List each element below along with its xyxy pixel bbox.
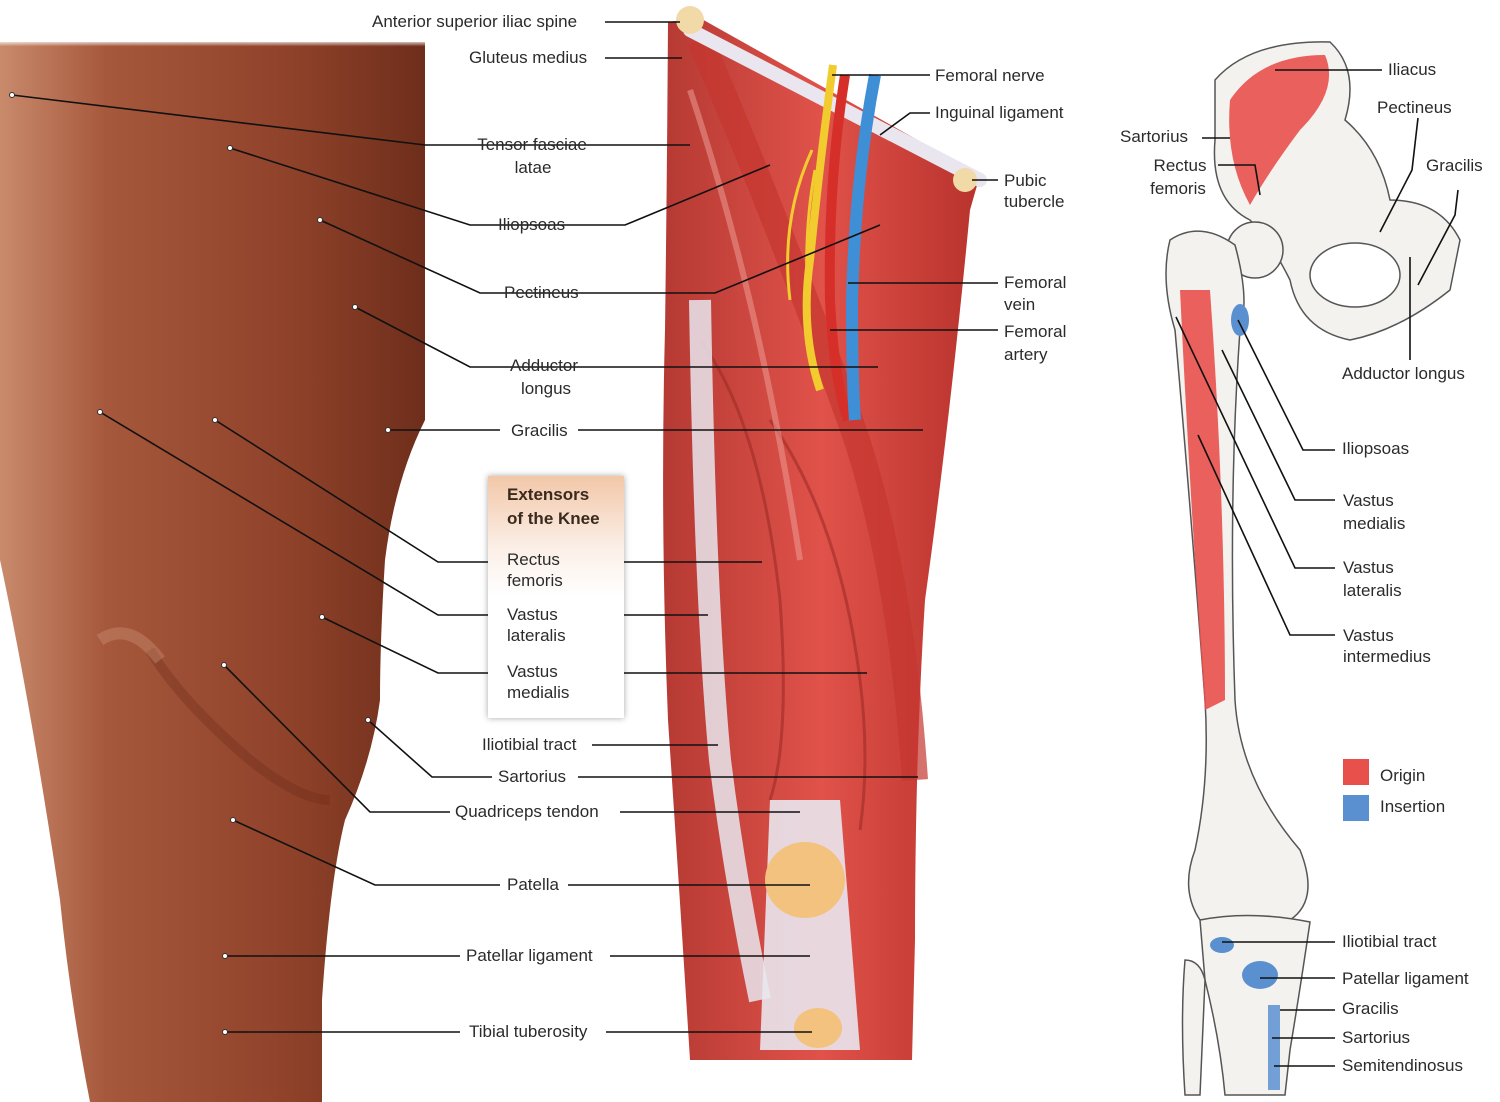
label-adductor-longus-1: Adductor xyxy=(509,356,579,375)
label-iliopsoas: Iliopsoas xyxy=(498,215,566,234)
label-sartorius: Sartorius xyxy=(498,767,567,786)
legend-origin-label: Origin xyxy=(1380,766,1426,785)
label-vastus-medialis-2: medialis xyxy=(507,683,570,702)
label-sartorius-origin: Sartorius xyxy=(1120,127,1189,146)
label-rectus-femoris-origin-2: femoris xyxy=(1150,179,1206,198)
muscle-thigh xyxy=(663,6,987,1060)
label-pubic-tubercle-1: Pubic xyxy=(1004,171,1047,190)
label-tibial-tuberosity: Tibial tuberosity xyxy=(469,1022,588,1041)
label-asis: Anterior superior iliac spine xyxy=(372,12,578,31)
leader-dots xyxy=(9,92,391,1035)
label-vastus-medialis-origin-1: Vastus xyxy=(1343,491,1394,510)
label-tensor-fasciae-latae-2: latae xyxy=(514,158,552,177)
label-gracilis-origin: Gracilis xyxy=(1426,156,1483,175)
label-semitendinosus-insertion: Semitendinosus xyxy=(1342,1056,1463,1075)
legend-insertion-label: Insertion xyxy=(1380,797,1446,816)
label-pubic-tubercle-2: tubercle xyxy=(1004,192,1065,211)
label-patella: Patella xyxy=(507,875,559,894)
label-gracilis: Gracilis xyxy=(511,421,568,440)
label-pectineus: Pectineus xyxy=(504,283,579,302)
label-vastus-intermedius-origin-1: Vastus xyxy=(1343,626,1394,645)
label-femoral-vein-2: vein xyxy=(1004,295,1036,314)
label-rectus-femoris-2: femoris xyxy=(507,571,563,590)
label-vastus-lateralis-2: lateralis xyxy=(507,626,566,645)
extensors-title-2: of the Knee xyxy=(507,509,600,528)
label-rectus-femoris-origin-1: Rectus xyxy=(1153,156,1207,175)
label-vastus-intermedius-origin-2: intermedius xyxy=(1343,647,1431,666)
bone-femur xyxy=(1165,41,1461,1096)
label-iliacus: Iliacus xyxy=(1388,60,1437,79)
label-patellar-ligament-insertion: Patellar ligament xyxy=(1342,969,1469,988)
label-quadriceps-tendon: Quadriceps tendon xyxy=(455,802,599,821)
label-femoral-artery-2: artery xyxy=(1004,345,1048,364)
label-tensor-fasciae-latae-1: Tensor fasciae xyxy=(477,135,587,154)
label-vastus-medialis-origin-2: medialis xyxy=(1343,514,1406,533)
label-gracilis-insertion: Gracilis xyxy=(1342,999,1399,1018)
label-rectus-femoris-1: Rectus xyxy=(507,550,560,569)
label-gluteus-medius: Gluteus medius xyxy=(469,48,588,67)
skin-thigh xyxy=(0,40,430,1102)
label-pectineus-origin: Pectineus xyxy=(1377,98,1452,117)
label-femoral-vein-1: Femoral xyxy=(1004,273,1067,292)
label-vastus-lateralis-origin-1: Vastus xyxy=(1343,558,1394,577)
label-iliotibial-insertion: Iliotibial tract xyxy=(1342,932,1437,951)
label-inguinal-ligament: Inguinal ligament xyxy=(935,103,1064,122)
label-adductor-longus-origin: Adductor longus xyxy=(1342,364,1465,383)
leader-lines xyxy=(11,21,1459,1067)
label-patellar-ligament: Patellar ligament xyxy=(466,946,593,965)
extensors-box xyxy=(488,476,624,718)
label-vastus-lateralis-origin-2: lateralis xyxy=(1343,581,1402,600)
legend-insertion-swatch xyxy=(1343,795,1369,821)
label-vastus-lateralis-1: Vastus xyxy=(507,605,558,624)
label-femoral-nerve: Femoral nerve xyxy=(935,66,1045,85)
extensors-title-1: Extensors xyxy=(507,485,590,504)
label-iliotibial-tract: Iliotibial tract xyxy=(482,735,577,754)
label-femoral-artery-1: Femoral xyxy=(1004,322,1067,341)
label-iliopsoas-insertion: Iliopsoas xyxy=(1342,439,1410,458)
legend-origin-swatch xyxy=(1343,759,1369,785)
label-sartorius-insertion: Sartorius xyxy=(1342,1028,1411,1047)
label-adductor-longus-2: longus xyxy=(520,379,572,398)
label-vastus-medialis-1: Vastus xyxy=(507,662,558,681)
